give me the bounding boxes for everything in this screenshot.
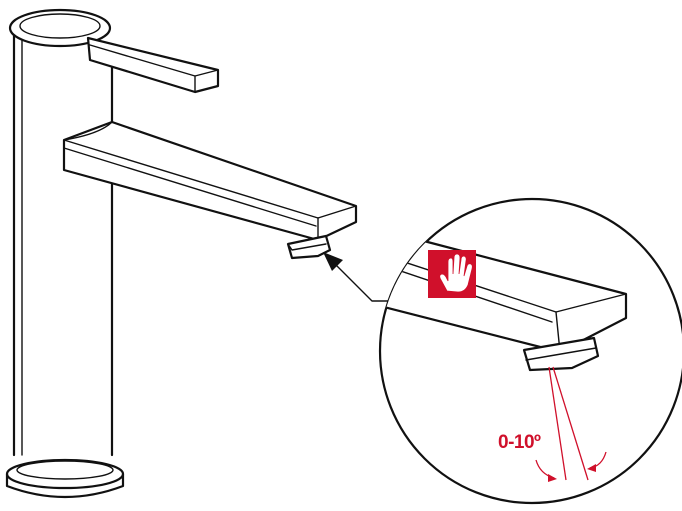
sensor-line-vertical	[548, 366, 567, 481]
angle-arc-left	[535, 459, 555, 479]
spout-arm	[62, 120, 358, 242]
aerator-rim	[287, 243, 327, 251]
detail-circle-outline	[378, 197, 682, 505]
lever-handle	[86, 36, 220, 94]
hand-stop-icon	[428, 250, 476, 298]
column-top-inner	[19, 13, 101, 39]
faucet-base	[5, 458, 125, 490]
faucet-base-rim	[5, 472, 125, 499]
sensor-line-angled	[552, 366, 589, 481]
faucet-drawing	[5, 8, 358, 499]
detail-magnifier-circle	[378, 197, 682, 505]
faucet-base-inner	[16, 460, 114, 480]
lever-handle-end	[194, 69, 219, 77]
hand-glyph	[439, 253, 473, 293]
column-top-cap	[8, 8, 112, 48]
angle-arc-right-arrowhead	[587, 464, 596, 472]
angle-arc-left-arrowhead	[548, 474, 557, 482]
detail-aerator-rim	[525, 347, 597, 361]
pointer-arrowhead	[323, 252, 343, 271]
spout-bevel-line	[63, 147, 317, 227]
angle-arc-right	[589, 451, 607, 469]
angle-range-label: 0-10º	[498, 432, 541, 453]
spout-column-join	[63, 121, 113, 141]
